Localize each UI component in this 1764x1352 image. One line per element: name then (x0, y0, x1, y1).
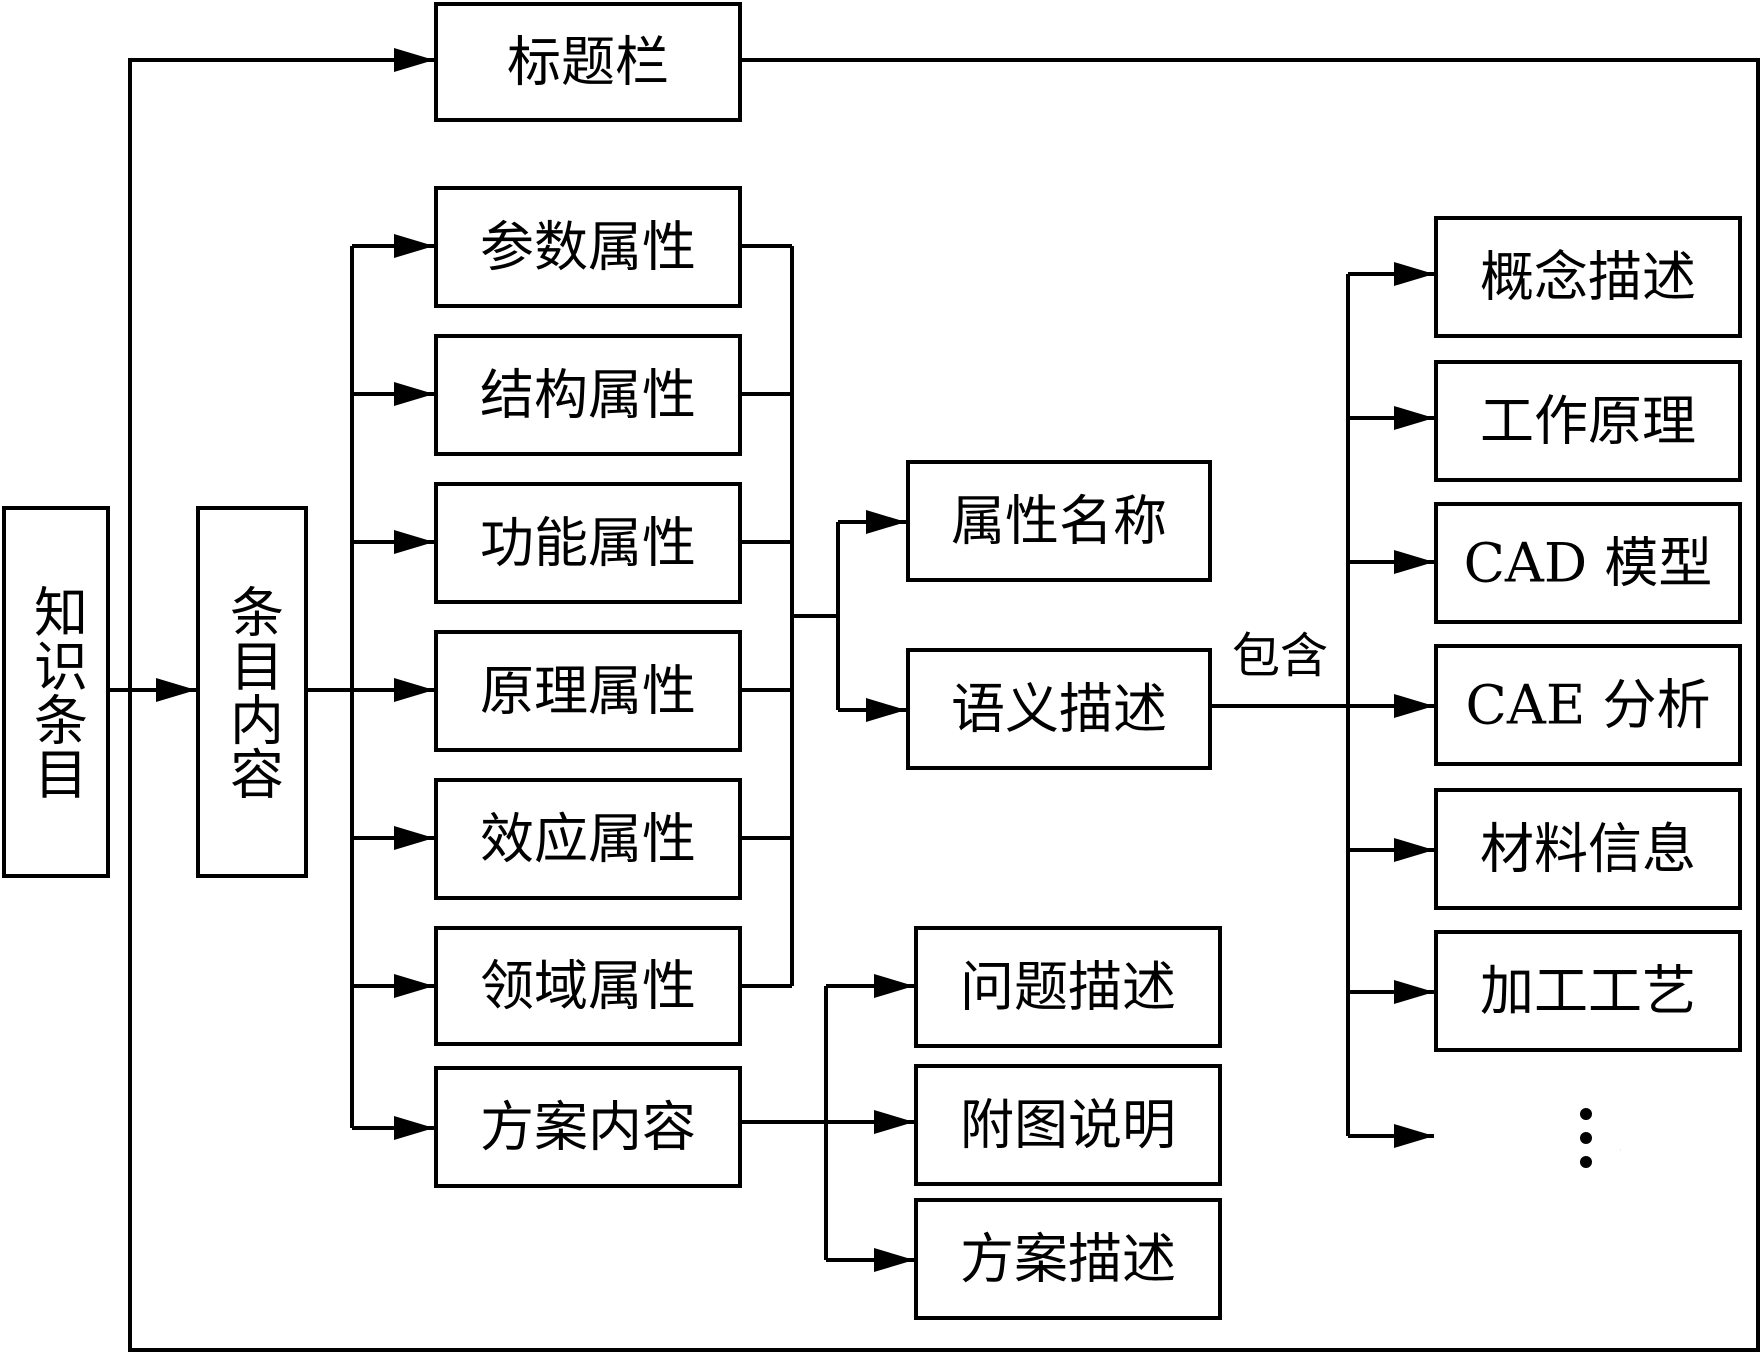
node-attr-name: 属性名称 (906, 460, 1212, 582)
node-domain-attr: 领域属性 (434, 926, 742, 1046)
node-label: 方案描述 (960, 1228, 1176, 1291)
node-effect-attr: 效应属性 (434, 778, 742, 900)
node-label: 工作原理 (1480, 390, 1696, 453)
node-scheme-content: 方案内容 (434, 1066, 742, 1188)
node-structure-attr: 结构属性 (434, 334, 742, 456)
node-scheme-desc: 方案描述 (914, 1198, 1222, 1320)
node-label: 概念描述 (1480, 246, 1696, 309)
node-label: CAE 分析 (1466, 674, 1711, 737)
node-label: 附图说明 (960, 1094, 1176, 1157)
node-label: 原理属性 (480, 660, 696, 723)
node-problem-desc: 问题描述 (914, 926, 1222, 1048)
more-ellipsis: ⋮ (1580, 1108, 1621, 1168)
node-label: 方案内容 (480, 1096, 696, 1159)
node-label: 标题栏 (507, 31, 669, 94)
node-cae-analysis: CAE 分析 (1434, 644, 1742, 766)
node-label: 语义描述 (951, 678, 1167, 741)
node-label: 效应属性 (480, 808, 696, 871)
node-title-bar: 标题栏 (434, 2, 742, 122)
node-knowledge-entry: 知识条目 (2, 506, 110, 878)
node-principle-attr: 原理属性 (434, 630, 742, 752)
node-label: 参数属性 (480, 216, 696, 279)
node-concept-desc: 概念描述 (1434, 216, 1742, 338)
node-function-attr: 功能属性 (434, 482, 742, 604)
connectors (108, 48, 1760, 1352)
node-label: 问题描述 (960, 956, 1176, 1019)
node-label: 条目内容 (221, 584, 284, 800)
node-parameter-attr: 参数属性 (434, 186, 742, 308)
node-cad-model: CAD 模型 (1434, 502, 1742, 624)
ellipsis-text: ⋮ (1620, 1150, 1621, 1151)
node-label: 属性名称 (951, 490, 1167, 553)
node-label: CAD 模型 (1464, 532, 1713, 595)
title-bar-feedback-loop (128, 58, 1760, 1352)
node-semantic-desc: 语义描述 (906, 648, 1212, 770)
edge-label-contains: 包含 (1232, 628, 1328, 684)
node-figure-note: 附图说明 (914, 1064, 1222, 1186)
node-material-info: 材料信息 (1434, 788, 1742, 910)
node-label: 知识条目 (25, 584, 88, 800)
node-label: 加工工艺 (1480, 960, 1696, 1023)
arrow-to-title-bar (128, 48, 434, 690)
node-entry-content: 条目内容 (196, 506, 308, 878)
node-label: 领域属性 (480, 955, 696, 1018)
node-label: 材料信息 (1480, 818, 1696, 881)
node-label: 结构属性 (480, 364, 696, 427)
node-processing: 加工工艺 (1434, 930, 1742, 1052)
node-working-principle: 工作原理 (1434, 360, 1742, 482)
node-label: 功能属性 (480, 512, 696, 575)
